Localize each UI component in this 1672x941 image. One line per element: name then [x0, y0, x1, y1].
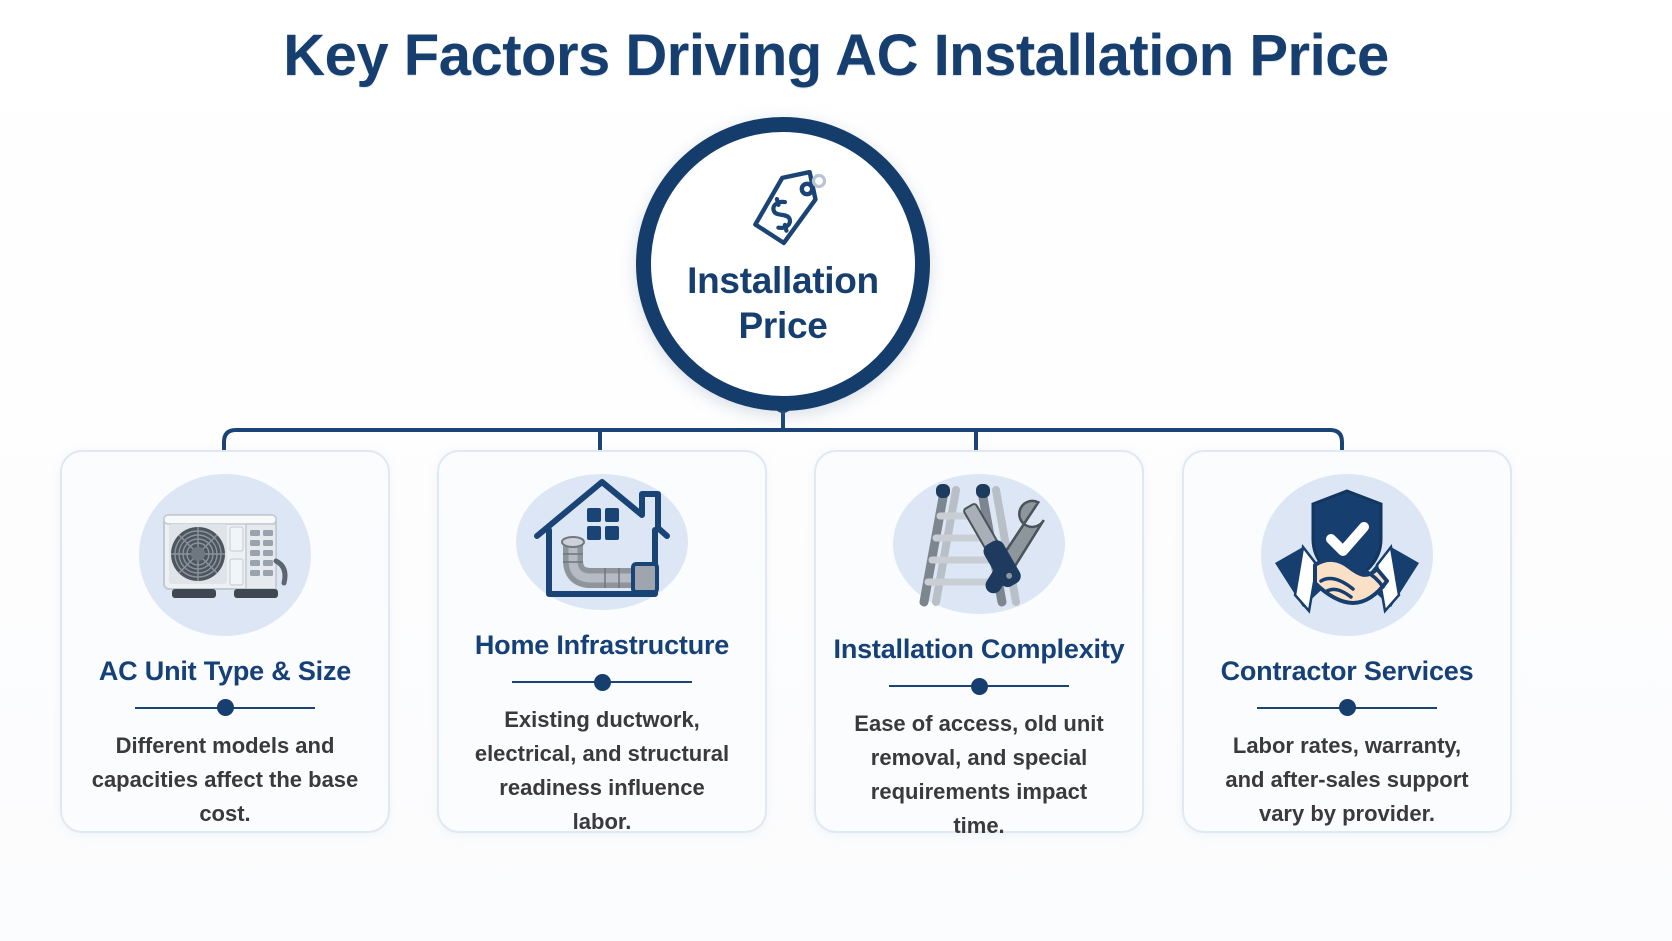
ac-condenser-unit-icon — [163, 513, 288, 598]
card-divider-2 — [512, 673, 692, 691]
ladder-tools-icon — [919, 484, 1045, 607]
factor-card-installation-complexity[interactable]: Installation Complexity Ease of access, … — [814, 450, 1144, 838]
hub-label: Installation Price — [687, 258, 879, 348]
factor-card-home-infrastructure[interactable]: Home Infrastructure Existing ductwork, e… — [437, 450, 767, 834]
card-body-3: Ease of access, old unit removal, and sp… — [854, 711, 1104, 839]
factor-card-contractor-services[interactable]: Contractor Services Labor rates, warrant… — [1182, 450, 1512, 833]
handshake-shield-icon — [1275, 489, 1419, 614]
hub-label-line2: Price — [738, 305, 828, 347]
hub-installation-price: Installation Price — [636, 117, 930, 411]
card-title-1: AC Unit Type & Size — [98, 655, 352, 686]
hub-label-line1: Installation — [687, 260, 879, 301]
price-tag-dollar-icon — [753, 170, 827, 246]
card-divider-1 — [135, 699, 315, 717]
divider-dot-2 — [593, 673, 611, 691]
icon-circle-2 — [516, 474, 688, 610]
card-divider-4 — [1257, 699, 1437, 717]
factor-card-ac-unit-type-size[interactable]: AC Unit Type & Size Different models and… — [60, 450, 390, 833]
icon-circle-3 — [893, 474, 1065, 614]
divider-dot-3 — [970, 677, 988, 695]
divider-dot-1 — [216, 699, 234, 717]
card-body-2: Existing ductwork, electrical, and struc… — [474, 707, 730, 835]
icon-circle-4 — [1261, 474, 1433, 636]
card-title-2: Home Infrastructure — [474, 630, 730, 660]
house-ductwork-icon — [534, 479, 670, 597]
card-divider-3 — [889, 677, 1069, 695]
card-title-4: Contractor Services — [1220, 655, 1474, 686]
card-body-4: Labor rates, warranty, and after-sales s… — [1225, 732, 1469, 826]
divider-dot-4 — [1338, 699, 1356, 717]
card-body-1: Different models and capacities affect t… — [91, 732, 359, 826]
icon-circle-1 — [139, 474, 311, 636]
page-title: Key Factors Driving AC Installation Pric… — [283, 23, 1389, 88]
card-title-3: Installation Complexity — [833, 634, 1125, 664]
